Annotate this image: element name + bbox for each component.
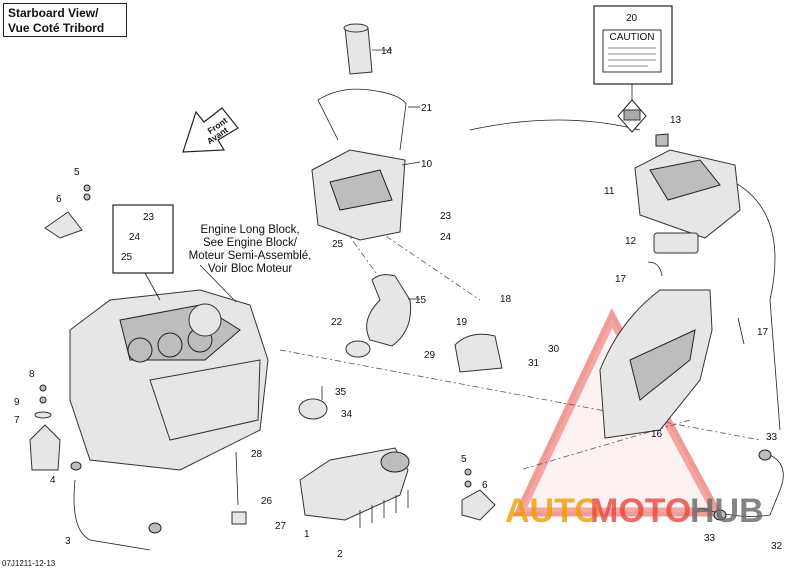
- part-12-gasket: [653, 232, 699, 254]
- callout-5-right: 5: [461, 454, 467, 465]
- callout-10: 10: [421, 159, 433, 170]
- part-5-6-engine-mount-left: [44, 184, 91, 239]
- callout-6: 6: [56, 194, 62, 205]
- callout-21: 21: [421, 103, 433, 114]
- part-10-air-box: [311, 149, 421, 241]
- part-33-clamp-upper: [758, 449, 772, 461]
- part-34-clamp: [298, 398, 328, 420]
- view-title-en: Starboard View/: [8, 6, 99, 20]
- part-5-6-engine-mount-right: [461, 468, 496, 521]
- callout-4: 4: [50, 475, 56, 486]
- callout-6-right: 6: [482, 480, 488, 491]
- callout-7: 7: [14, 415, 20, 426]
- part-13-clip: [655, 133, 669, 147]
- part-1-exhaust-manifold: [299, 447, 410, 521]
- callout-2: 2: [337, 549, 343, 560]
- view-title-box: Starboard View/ Vue Coté Tribord: [3, 3, 127, 37]
- engine-note-line4: Voir Bloc Moteur: [207, 263, 293, 275]
- watermark-moto: MOTO: [590, 492, 691, 530]
- callout-26: 26: [261, 496, 273, 507]
- callout-13: 13: [670, 115, 682, 126]
- callout-19: 19: [456, 317, 468, 328]
- callout-numbers: 1 2 3 4 5 6 7 8 9 10 11 12 13 14 15 16 1…: [14, 13, 783, 560]
- callout-24-right: 24: [440, 232, 452, 243]
- caution-label-heading: CAUTION: [610, 32, 655, 43]
- callout-20: 20: [626, 13, 638, 24]
- callout-28: 28: [251, 449, 263, 460]
- part-7-engine-mount-front: [29, 384, 61, 471]
- callout-25-box: 25: [121, 252, 133, 263]
- part-17-hose-right: [737, 317, 745, 345]
- callout-5: 5: [74, 167, 80, 178]
- part-29-bracket: [454, 333, 503, 373]
- callout-17-left: 17: [615, 274, 627, 285]
- part-21-clamp-wire: [317, 88, 407, 151]
- callout-11: 11: [604, 186, 615, 197]
- callout-15: 15: [415, 295, 427, 306]
- watermark-text: AUTO MOTO HUB: [505, 492, 764, 530]
- engine-long-block: [69, 264, 269, 471]
- watermark-hub: HUB: [690, 492, 764, 530]
- engine-long-block-note: Engine Long Block, See Engine Block/ Mot…: [176, 224, 324, 276]
- callout-9: 9: [14, 397, 20, 408]
- callout-32: 32: [771, 541, 783, 552]
- callout-14: 14: [381, 46, 393, 57]
- part-14-intake-duct: [343, 23, 392, 75]
- part-11-electrical-box: [634, 149, 741, 239]
- part-33-clamp-lower: [713, 509, 727, 521]
- callout-33-upper: 33: [766, 432, 778, 443]
- callout-box-23-25: [112, 204, 174, 274]
- engine-note-line3: Moteur Semi-Assemblé,: [188, 250, 312, 262]
- part-3-hose: [73, 479, 151, 551]
- engine-note-line1: Engine Long Block,: [200, 224, 300, 236]
- part-20-caution-label: CAUTION: [593, 5, 673, 133]
- callout-23-right: 23: [440, 211, 452, 222]
- part-15-hose: [366, 274, 420, 347]
- part-17-clip-upper: [647, 261, 663, 277]
- view-title-fr: Vue Coté Tribord: [8, 21, 105, 35]
- callout-25-right: 25: [332, 239, 344, 250]
- part-22-clamp: [345, 340, 371, 358]
- callout-27: 27: [275, 521, 287, 532]
- callout-17-right: 17: [757, 327, 769, 338]
- callout-8: 8: [29, 369, 35, 380]
- callout-12: 12: [625, 236, 637, 247]
- part-28-stud: [235, 451, 239, 506]
- callout-35: 35: [335, 387, 347, 398]
- callout-24-box: 24: [129, 232, 141, 243]
- callout-23-box: 23: [143, 212, 155, 223]
- watermark-auto: AUTO: [505, 492, 601, 530]
- front-direction-arrow: Front Avant: [182, 107, 239, 153]
- part-2-bolts: [359, 490, 409, 528]
- callout-29: 29: [424, 350, 436, 361]
- callout-31: 31: [528, 358, 540, 369]
- part-4-clamp: [70, 461, 82, 471]
- callout-16: 16: [651, 429, 663, 440]
- part-4-clamp-lower: [148, 522, 162, 534]
- callout-30: 30: [548, 344, 560, 355]
- engine-note-line2: See Engine Block/: [203, 237, 297, 249]
- callout-33-lower: 33: [704, 533, 716, 544]
- callout-1: 1: [304, 529, 310, 540]
- callout-3: 3: [65, 536, 71, 547]
- part-16-cover: [599, 289, 713, 439]
- drawing-id: 07J1211-12-13: [2, 559, 56, 568]
- callout-22: 22: [331, 317, 343, 328]
- callout-34: 34: [341, 409, 353, 420]
- callout-18: 18: [500, 294, 512, 305]
- part-26-bracket: [231, 511, 247, 525]
